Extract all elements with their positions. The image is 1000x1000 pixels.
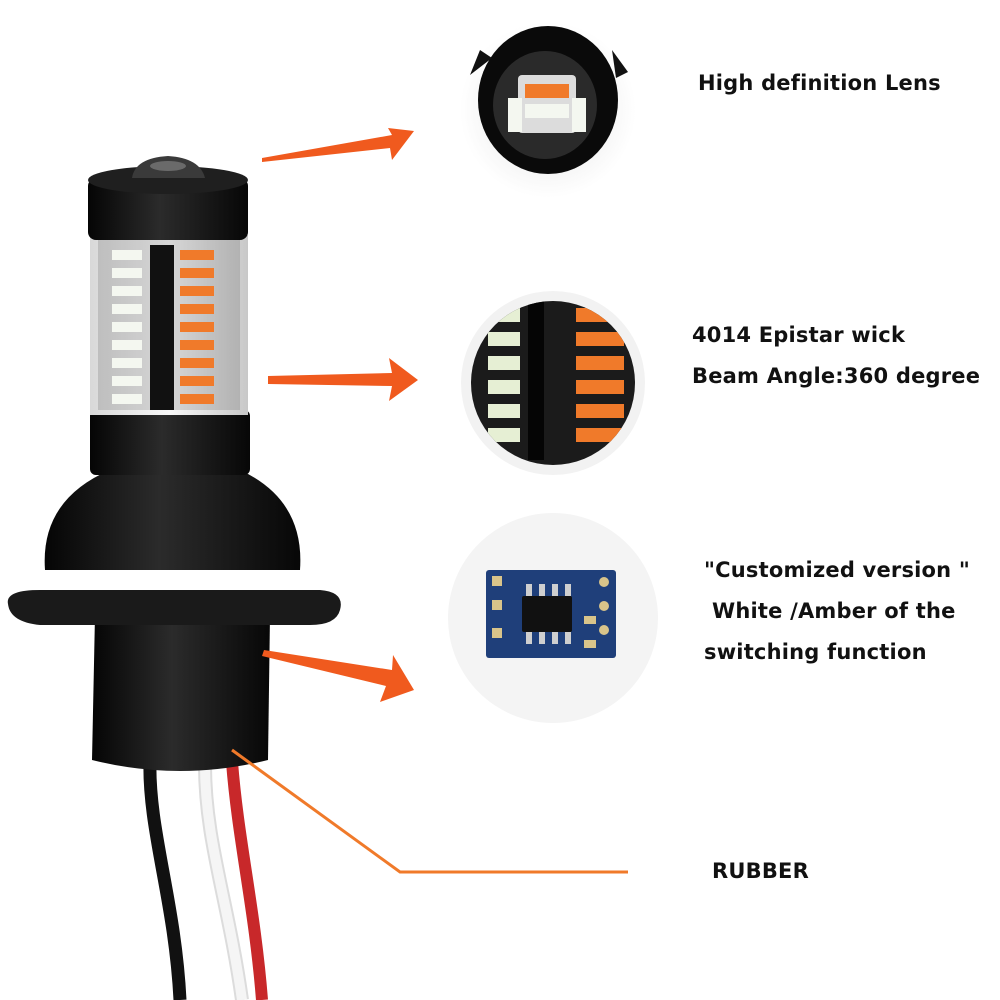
chip-detail-image (461, 291, 645, 475)
bulb-wires (143, 759, 268, 1000)
lens-detail-image (460, 22, 636, 198)
socket-collar (44, 470, 301, 570)
rubber-callout-line (231, 748, 628, 874)
circuit-label-line1: "Customized version " (704, 558, 970, 582)
circuit-label-line3: switching function (704, 640, 927, 664)
arrow-chips (268, 358, 418, 401)
circuit-label-line2: White /Amber of the (712, 599, 956, 623)
bulb-lower-band (90, 410, 250, 475)
socket-flange (7, 590, 341, 625)
socket-lower-body (92, 615, 270, 771)
chip-label-line1: 4014 Epistar wick (692, 323, 906, 347)
bulb-top-cap (88, 178, 248, 240)
lens-label: High definition Lens (698, 71, 941, 95)
white-led-column (112, 250, 142, 404)
led-bulb (7, 156, 341, 1000)
rubber-label: RUBBER (712, 859, 809, 883)
amber-led-column (180, 250, 214, 404)
chip-label-line2: Beam Angle:360 degree (692, 364, 981, 388)
arrow-circuit (262, 650, 414, 702)
arrow-lens (262, 128, 414, 162)
circuit-detail-image (448, 513, 658, 723)
